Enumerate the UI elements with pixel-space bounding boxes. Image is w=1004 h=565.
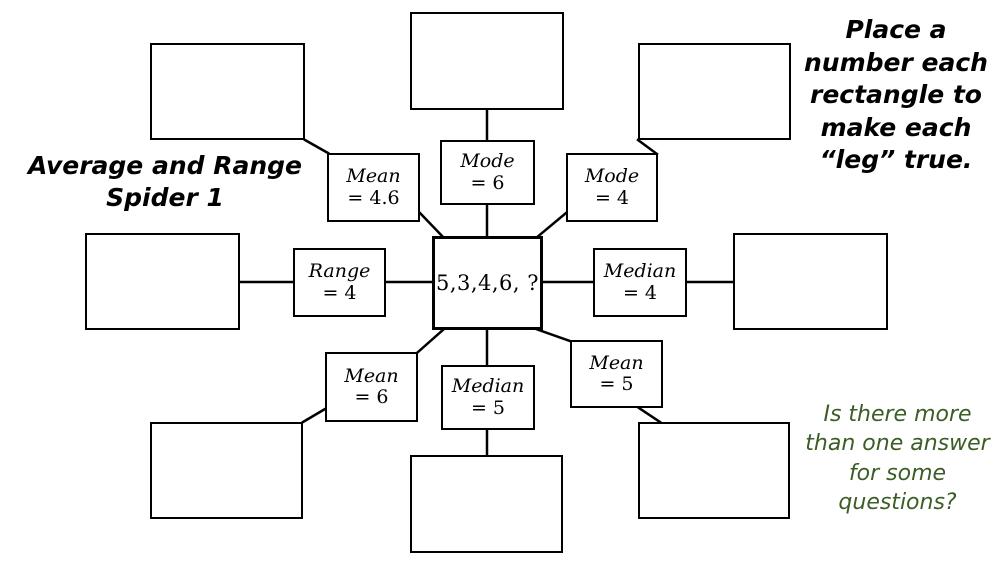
answer-box-top-center[interactable]	[410, 12, 564, 110]
answer-box-bottom-center[interactable]	[410, 455, 563, 553]
answer-box-bottom-right[interactable]	[638, 422, 790, 519]
leg-value-label: = 6	[354, 386, 389, 408]
answer-box-left[interactable]	[85, 233, 240, 330]
leg-stat-label: Median	[451, 375, 525, 398]
leg-value-label: = 6	[470, 171, 505, 194]
leg-stat-label: Range	[308, 260, 371, 283]
leg-value-label: = 5	[599, 373, 634, 395]
answer-box-top-left[interactable]	[150, 43, 305, 140]
leg-box-mean-6: Mean = 6	[325, 352, 418, 422]
leg-box-mode-6: Mode = 6	[440, 140, 535, 205]
connector-answer-bottomleft-to-mean6	[301, 407, 327, 424]
leg-box-mean-5: Mean = 5	[570, 340, 663, 408]
leg-stat-label: Median	[603, 260, 677, 283]
leg-value-label: = 4.6	[347, 186, 400, 209]
leg-stat-label: Mean	[344, 364, 399, 387]
answer-box-right[interactable]	[733, 233, 888, 330]
leg-value-label: = 5	[470, 396, 506, 419]
page-title-line2: Spider 1	[106, 183, 224, 212]
leg-box-median-5: Median = 5	[441, 365, 535, 430]
leg-stat-label: Mean	[589, 351, 644, 374]
connector-mode4-to-center	[534, 211, 568, 240]
leg-stat-label: Mode	[460, 150, 515, 173]
page-title: Average and Range Spider 1	[20, 150, 310, 214]
leg-stat-label: Mode	[584, 165, 640, 188]
leg-value-label: = 4	[322, 281, 357, 304]
connector-mean6-to-center	[416, 327, 446, 354]
leg-stat-label: Mean	[346, 165, 401, 188]
instruction-text: Place a number each rectangle to make ea…	[804, 15, 988, 174]
leg-box-mode-4: Mode = 4	[566, 153, 658, 222]
connector-mean5-to-answer-bottomright	[637, 406, 662, 424]
reflection-question-text: Is there more than one answer for some q…	[805, 402, 990, 515]
leg-value-label: = 4	[594, 186, 630, 209]
leg-box-range-4: Range = 4	[293, 248, 386, 317]
connector-center-to-mean5	[534, 327, 572, 343]
leg-box-mean-4-6: Mean = 4.6	[327, 153, 420, 222]
connector-answer-topright-to-mode4	[636, 138, 659, 156]
connector-mean46-to-center	[418, 211, 446, 240]
page-title-line1: Average and Range	[27, 151, 303, 180]
answer-box-top-right[interactable]	[638, 43, 791, 140]
answer-box-bottom-left[interactable]	[150, 422, 303, 519]
leg-value-label: = 4	[622, 281, 658, 304]
center-dataset-box: 5,3,4,6, ?	[432, 236, 543, 330]
center-dataset-value: 5,3,4,6, ?	[435, 271, 540, 295]
leg-box-median-4: Median = 4	[593, 248, 687, 317]
